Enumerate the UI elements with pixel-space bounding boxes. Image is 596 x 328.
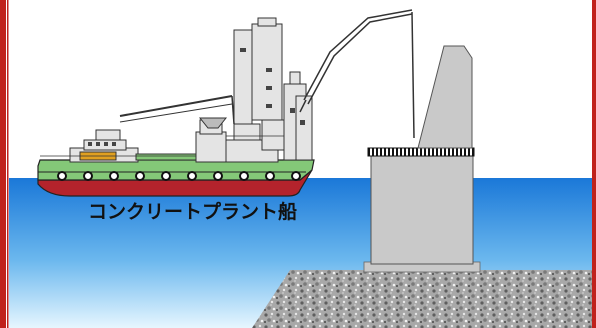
upper-wall bbox=[417, 45, 473, 149]
rubble-mound bbox=[252, 270, 592, 328]
right-frame-bar bbox=[592, 0, 596, 328]
placing-boom bbox=[299, 9, 415, 139]
hopper bbox=[198, 117, 228, 129]
windows bbox=[88, 48, 305, 146]
ship-caption: コンクリートプラント船 bbox=[88, 201, 298, 223]
ship-superstructure bbox=[69, 17, 313, 163]
left-frame-bar bbox=[0, 0, 6, 328]
pier-cap-fence bbox=[367, 147, 475, 157]
railings bbox=[40, 135, 284, 157]
fender-tires bbox=[57, 171, 301, 181]
ship-hull bbox=[37, 169, 313, 197]
left-frame-inner-line bbox=[7, 0, 9, 328]
pier-column bbox=[370, 155, 474, 265]
